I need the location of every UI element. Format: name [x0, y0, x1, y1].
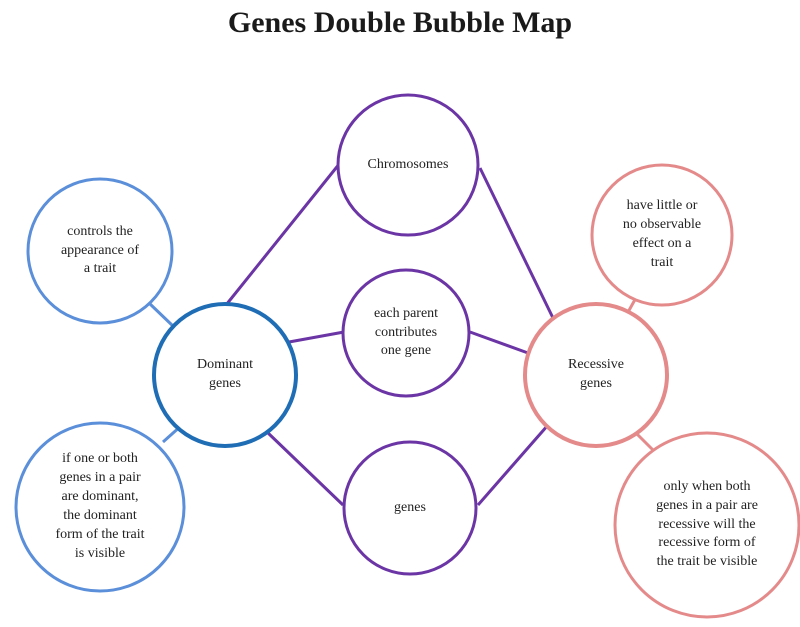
shared-bubble-each-parent [341, 268, 471, 398]
right-trait-bubble-2 [613, 431, 800, 619]
connector-dominant-trait-1 [147, 301, 176, 329]
connector-recessive-chromosomes [478, 167, 555, 319]
shared-bubble-chromosomes [336, 93, 480, 237]
connector-dominant-chromosomes [224, 162, 342, 306]
connector-dominant-each-parent [288, 330, 345, 344]
left-topic-label: Dominant genes [197, 357, 253, 391]
right-topic-bubble [523, 302, 669, 448]
left-trait-bubble-1 [26, 177, 174, 325]
shared-bubble-genes [342, 440, 478, 576]
right-topic-label: Recessive genes [568, 357, 624, 391]
left-trait-bubble-2 [14, 421, 186, 593]
right-trait-label-1: have little or no observable effect on a… [622, 198, 702, 270]
shared-label-each-parent: each parent contributes one gene [373, 305, 439, 359]
page-title: Genes Double Bubble Map [227, 6, 573, 39]
shared-label-chromosomes: Chromosomes [367, 156, 449, 172]
bubbles [14, 93, 800, 619]
shared-label-genes: genes [394, 499, 426, 515]
connector-dominant-genes [265, 430, 345, 507]
connector-recessive-trait-2 [633, 430, 657, 454]
right-trait-label-2: only when both genes in a pair are reces… [656, 478, 758, 570]
connector-recessive-genes [476, 424, 550, 506]
right-trait-bubble-1 [590, 163, 734, 307]
left-trait-label-2: if one or both genes in a pair are domin… [55, 451, 145, 561]
connector-recessive-each-parent [469, 330, 529, 355]
left-topic-bubble [152, 302, 298, 448]
left-trait-label-1: controls the appearance of a trait [60, 223, 140, 277]
